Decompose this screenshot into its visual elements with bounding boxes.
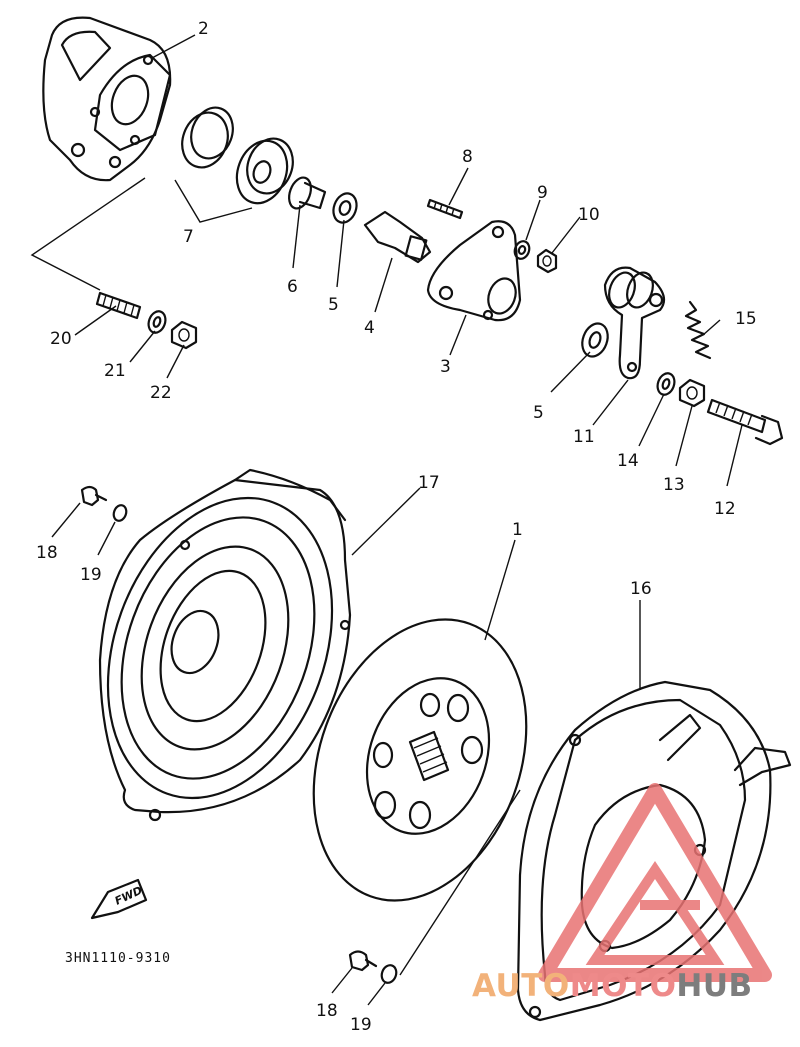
- callout-4: 4: [364, 318, 375, 338]
- watermark-triangle-icon: [538, 783, 772, 982]
- callout-6: 6: [287, 277, 298, 297]
- callout-9: 9: [537, 183, 548, 203]
- watermark-logo: [538, 783, 772, 982]
- callout-1: 1: [512, 520, 523, 540]
- callout-20: 20: [50, 329, 72, 349]
- bearing-lower: [581, 322, 609, 358]
- brake-disc: [312, 618, 528, 902]
- callout-19-lower: 19: [350, 1015, 372, 1035]
- washer-9: [513, 240, 531, 260]
- callout-labels: 1 2 3 4 5 5 6 7 8 9 10 11 12 13 14 15 16…: [36, 19, 757, 1035]
- brake-cam-pin: [288, 176, 327, 210]
- callout-18-lower: 18: [316, 1001, 338, 1021]
- callout-15: 15: [735, 309, 757, 329]
- brake-lever-arm: [603, 266, 666, 380]
- callout-10: 10: [578, 205, 600, 225]
- callout-2: 2: [198, 19, 209, 39]
- callout-19-upper: 19: [80, 565, 102, 585]
- nut-10: [536, 248, 558, 274]
- callout-14: 14: [617, 451, 639, 471]
- fwd-direction-tag: FWD: [90, 878, 148, 920]
- washer-14: [656, 372, 676, 396]
- callout-8: 8: [462, 147, 473, 167]
- callout-13: 13: [663, 475, 685, 495]
- washer-19-lower: [380, 964, 398, 984]
- brake-cover-17: [98, 468, 352, 822]
- stud-bolt: [426, 198, 464, 220]
- callout-12: 12: [714, 499, 736, 519]
- screw-18-upper: [80, 485, 108, 507]
- callout-16: 16: [630, 579, 652, 599]
- callout-3: 3: [440, 357, 451, 377]
- callout-18-upper: 18: [36, 543, 58, 563]
- leader-lines: [51, 34, 743, 1006]
- watermark-part-hub: HUB: [676, 968, 752, 1004]
- watermark-part-auto: AUTO: [472, 968, 570, 1004]
- callout-5-lower: 5: [533, 403, 544, 423]
- bearing-upper: [332, 192, 358, 224]
- nut-13: [678, 378, 706, 408]
- stud-20: [95, 291, 142, 320]
- nut-22: [170, 320, 198, 350]
- watermark-part-moto: MOTO: [570, 968, 677, 1004]
- callout-5-upper: 5: [328, 295, 339, 315]
- brake-cam: [363, 210, 432, 264]
- washer-21: [147, 310, 167, 334]
- piston-seal-kit: [181, 106, 294, 205]
- callout-21: 21: [104, 361, 126, 381]
- watermark-text: AUTOMOTOHUB: [472, 968, 753, 1004]
- callout-7: 7: [183, 227, 194, 247]
- drawing-code: 3HN1110-9310: [65, 951, 171, 966]
- backing-plate-16: [516, 680, 792, 1022]
- cam-housing: [426, 220, 522, 322]
- bolt-12: [706, 398, 784, 446]
- washer-19-upper: [112, 504, 128, 522]
- callout-17: 17: [418, 473, 440, 493]
- callout-22: 22: [150, 383, 172, 403]
- return-spring: [684, 300, 712, 360]
- caliper-bracket: [42, 16, 172, 182]
- callout-11: 11: [573, 427, 595, 447]
- screw-18-lower: [348, 950, 378, 972]
